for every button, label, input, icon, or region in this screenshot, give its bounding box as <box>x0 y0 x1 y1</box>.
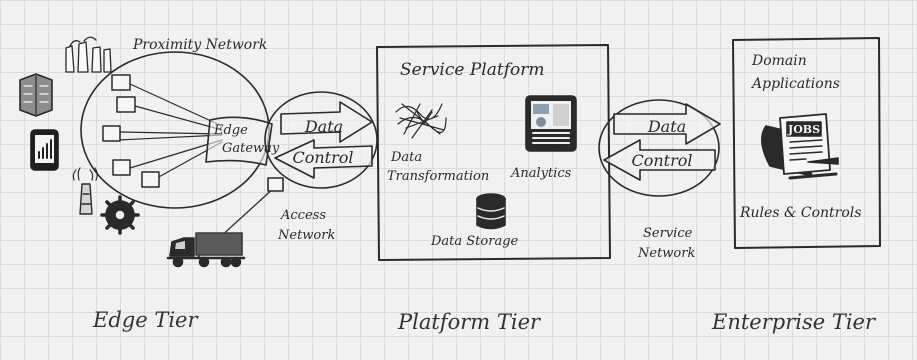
proximity-network-label: Proximity Network <box>133 37 268 53</box>
gateway-network-circle <box>264 91 378 189</box>
control-arrow-right-group <box>603 139 716 181</box>
service-network-label-line2: Network <box>638 246 696 261</box>
data-transformation-label-line1: Data <box>391 150 423 165</box>
tablet-icon <box>30 129 59 171</box>
data-arrow-left-group <box>280 101 373 143</box>
domain-applications-title-line1: Domain <box>752 53 807 69</box>
edge-gateway-label-line2: Gateway <box>222 141 280 156</box>
access-network-label-line1: Access <box>281 208 326 223</box>
control-label-left: Control <box>292 148 353 167</box>
access-network-label-line2: Network <box>278 228 336 243</box>
domain-applications-box <box>732 37 881 249</box>
rules-controls-label: Rules & Controls <box>740 205 862 221</box>
service-network-circle <box>598 99 720 197</box>
proximity-nodes <box>102 74 160 188</box>
platform-tier-label: Platform Tier <box>398 310 541 334</box>
service-network-label-line1: Service <box>643 226 693 241</box>
service-platform-title: Service Platform <box>400 60 545 80</box>
control-arrow-left-group <box>274 139 373 179</box>
service-platform-box <box>376 44 611 261</box>
edge-gateway-label-line1: Edge <box>214 123 248 138</box>
control-label-right: Control <box>631 151 692 170</box>
building-icon <box>19 73 53 117</box>
sensor-icon <box>72 167 98 215</box>
enterprise-tier-label: Enterprise Tier <box>712 310 876 334</box>
gear-icon <box>100 195 140 235</box>
data-storage-label: Data Storage <box>431 234 519 249</box>
data-arrow-right-group <box>613 103 721 145</box>
data-transformation-icon <box>395 103 447 139</box>
jobs-sign-text: JOBS <box>787 123 820 136</box>
newspaper-jobs-icon <box>761 113 839 180</box>
data-transformation-label-line2: Transformation <box>387 169 490 184</box>
data-storage-icon <box>476 193 506 230</box>
data-label-right: Data <box>647 117 686 136</box>
edge-gateway-box <box>205 116 273 166</box>
domain-applications-title-line2: Applications <box>752 76 840 92</box>
analytics-icon <box>525 95 577 152</box>
edge-tier-label: Edge Tier <box>93 308 198 332</box>
truck-icon <box>166 232 246 268</box>
analytics-label: Analytics <box>511 166 572 181</box>
proximity-links <box>117 83 223 179</box>
data-label-left: Data <box>304 117 343 136</box>
factory-icon <box>65 36 112 73</box>
